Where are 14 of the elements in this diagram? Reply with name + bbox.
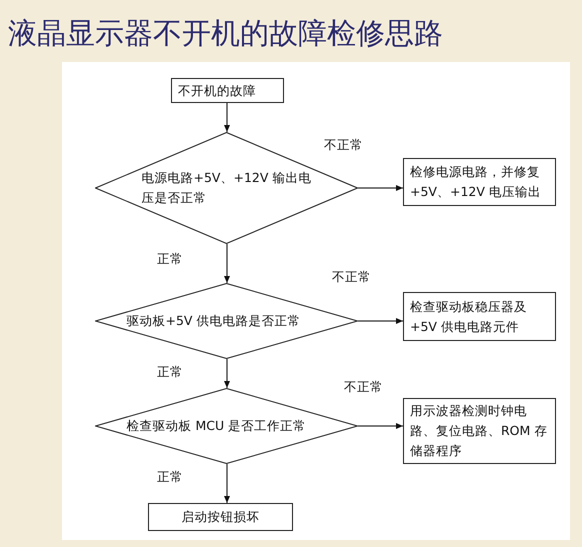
process-box: 用示波器检测时钟电路、复位电路、ROM 存储器程序 <box>403 398 556 464</box>
arrow <box>224 464 230 504</box>
arrow <box>358 185 404 191</box>
arrow <box>224 102 230 132</box>
process-box: 启动按钮损坏 <box>148 503 293 531</box>
arrow <box>224 358 230 388</box>
title: 液晶显示器不开机的故障检修思路 <box>8 15 443 52</box>
arrow <box>358 318 404 324</box>
decision-diamond: 驱动板+5V 供电电路是否正常 <box>95 283 358 359</box>
arrow <box>224 244 230 284</box>
process-box: 检查驱动板稳压器及+5V 供电电路元件 <box>403 292 556 341</box>
process-box: 检修电源电路，并修复+5V、+12V 电压输出 <box>403 158 556 206</box>
process-box: 不开机的故障 <box>171 78 284 103</box>
arrow <box>358 423 404 429</box>
